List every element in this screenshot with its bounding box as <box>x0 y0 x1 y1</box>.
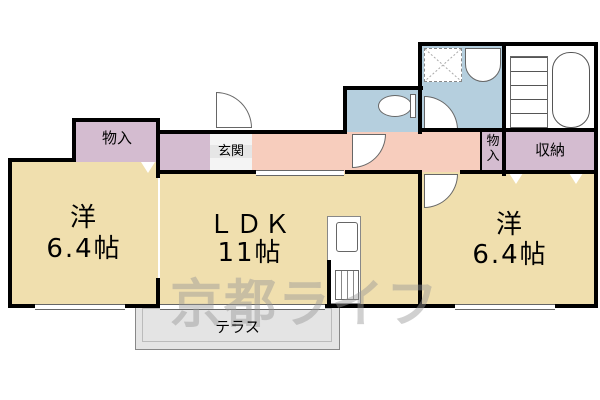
label-storage-mid-bottom: 入 <box>486 149 500 164</box>
window-ldk <box>160 304 325 310</box>
room-storage-mid <box>482 132 504 172</box>
label-western-left-size: 6.4帖 <box>46 234 122 264</box>
bathtub-icon <box>552 52 590 128</box>
kitchen-sink-icon <box>336 222 358 252</box>
label-storage-mid-top: 物 <box>486 134 500 149</box>
label-terrace: テラス <box>215 318 260 336</box>
room-storage-entry <box>160 132 210 172</box>
laundry-space-icon <box>424 48 462 82</box>
closet-door-left[interactable] <box>141 162 155 173</box>
room-storage-left <box>75 120 158 162</box>
toilet-tank-icon <box>410 94 416 118</box>
room-ldk <box>160 172 418 305</box>
label-ldk-type: ＬＤＫ <box>207 210 292 240</box>
label-storage-right: 収納 <box>534 141 565 159</box>
window-left <box>35 304 125 310</box>
wash-basin-icon <box>465 48 501 82</box>
stove-icon <box>335 270 359 300</box>
label-storage-left: 物入 <box>101 129 132 147</box>
watermark: 京都ライフ <box>170 275 441 335</box>
toilet-icon <box>378 95 412 117</box>
label-western-right-size: 6.4帖 <box>472 240 548 270</box>
entrance-door[interactable] <box>216 92 252 128</box>
shower-area <box>510 56 548 128</box>
label-ldk-size: 11帖 <box>217 238 283 268</box>
room-western-left <box>10 160 158 305</box>
window-right <box>455 304 555 310</box>
closet-door-right-2[interactable] <box>569 173 583 184</box>
room-storage-right <box>506 132 594 172</box>
label-entrance: 玄関 <box>210 145 252 158</box>
label-western-left-type: 洋 <box>69 203 98 233</box>
window-hall <box>256 170 344 176</box>
closet-door-right-1[interactable] <box>509 173 523 184</box>
label-western-right-type: 洋 <box>495 210 524 240</box>
